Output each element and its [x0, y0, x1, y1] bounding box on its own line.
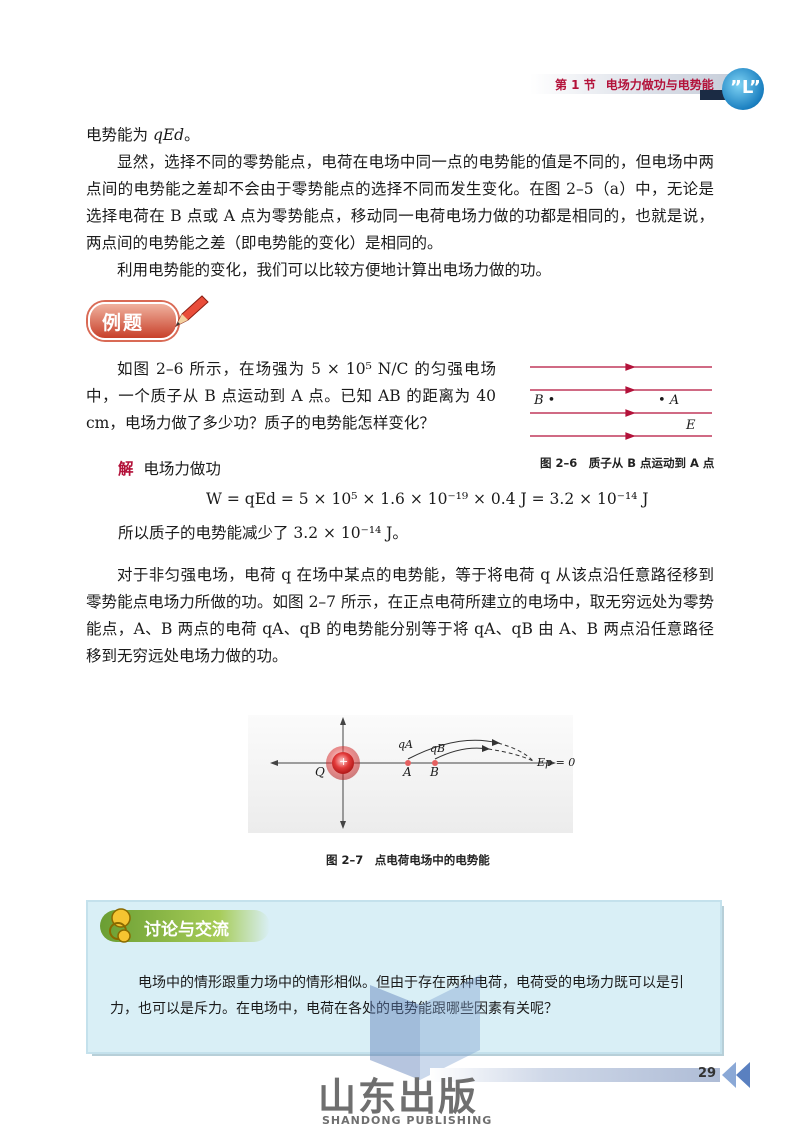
solution-line: 解 电场力做功	[118, 455, 221, 483]
page-number: 29	[698, 1066, 717, 1081]
header-band	[530, 74, 745, 94]
figure-2-6-diagram	[530, 363, 712, 440]
section-number: 第 1 节	[555, 78, 596, 92]
figure-2-7-label-ep: Ep = 0	[537, 756, 576, 769]
example-badge-label: 例题	[102, 312, 145, 334]
chapter-logo-icon: ”L”	[722, 68, 764, 110]
book-watermark-icon	[370, 975, 480, 1080]
pencil-icon	[174, 295, 209, 328]
intro-line-1: 电势能为 qEd。	[86, 122, 714, 149]
example-problem: 如图 2–6 所示，在场强为 5 × 10⁵ N/C 的匀强电场中，一个质子从 …	[86, 356, 496, 437]
running-header: 第 1 节电场力做功与电势能	[555, 76, 714, 93]
figure-2-7-label-b: B	[430, 765, 439, 779]
section-title: 电场力做功与电势能	[605, 78, 714, 92]
figure-2-7-label-qa: qA	[398, 738, 413, 751]
intro-paragraph-2: 显然，选择不同的零势能点，电荷在电场中同一点的电势能的值是不同的，但电场中两点间…	[86, 153, 714, 252]
example-badge: 例题	[88, 302, 178, 340]
discussion-icon	[109, 908, 131, 943]
conclusion: 所以质子的电势能减少了 3.2 × 10⁻¹⁴ J。	[118, 524, 408, 542]
page-arrows-icon	[722, 1062, 750, 1088]
intro-line-1-text: 电势能为	[86, 126, 153, 144]
solution-label: 解	[118, 459, 134, 478]
nonuniform-paragraph: 对于非匀强电场，电荷 q 在场中某点的电势能，等于将电荷 q 从该点沿任意路径移…	[86, 566, 715, 665]
publisher-watermark-en: SHANDONG PUBLISHING	[322, 1114, 493, 1127]
intro-formula: qEd	[152, 126, 185, 144]
figure-2-7-label-qb: qB	[430, 742, 446, 755]
solution-text: 电场力做功	[143, 460, 221, 478]
chapter-logo-text: ”L”	[730, 77, 761, 98]
discussion-title: 讨论与交流	[144, 920, 229, 940]
figure-2-6-caption: 图 2–6 质子从 B 点运动到 A 点	[540, 456, 715, 470]
figure-2-6-label-e: E	[686, 418, 696, 433]
footer-bar	[430, 1068, 720, 1082]
intro-line-1-end: 。	[184, 126, 200, 144]
figure-2-7-label-q: Q	[315, 765, 325, 779]
discussion-text-block: 电场中的情形跟重力场中的情形相似。但由于存在两种电荷，电荷受的电场力既可以是引力…	[110, 970, 700, 1022]
intro-section: 电势能为 qEd。 显然，选择不同的零势能点，电荷在电场中同一点的电势能的值是不…	[86, 122, 714, 284]
work-formula: W = qEd = 5 × 10⁵ × 1.6 × 10⁻¹⁹ × 0.4 J …	[206, 490, 649, 508]
figure-2-7-diagram	[270, 717, 556, 829]
header-accent-bar	[700, 90, 730, 100]
publisher-watermark: 山东出版	[318, 1074, 479, 1119]
charge-plus-sign: +	[339, 755, 349, 768]
intro-paragraph-3: 利用电势能的变化，我们可以比较方便地计算出电场力做的功。	[117, 261, 552, 279]
example-problem-text: 如图 2–6 所示，在场强为 5 × 10⁵ N/C 的匀强电场中，一个质子从 …	[86, 360, 496, 432]
figure-2-7-label-a: A	[403, 765, 412, 779]
figure-2-7-panel	[248, 715, 573, 833]
figure-2-6-label-a: • A	[658, 393, 680, 408]
figure-2-7-caption: 图 2–7 点电荷电场中的电势能	[326, 853, 490, 867]
discussion-text: 电场中的情形跟重力场中的情形相似。但由于存在两种电荷，电荷受的电场力既可以是引力…	[110, 975, 684, 1017]
figure-2-6-label-b: B •	[534, 393, 556, 408]
nonuniform-section: 对于非匀强电场，电荷 q 在场中某点的电势能，等于将电荷 q 从该点沿任意路径移…	[86, 562, 714, 670]
